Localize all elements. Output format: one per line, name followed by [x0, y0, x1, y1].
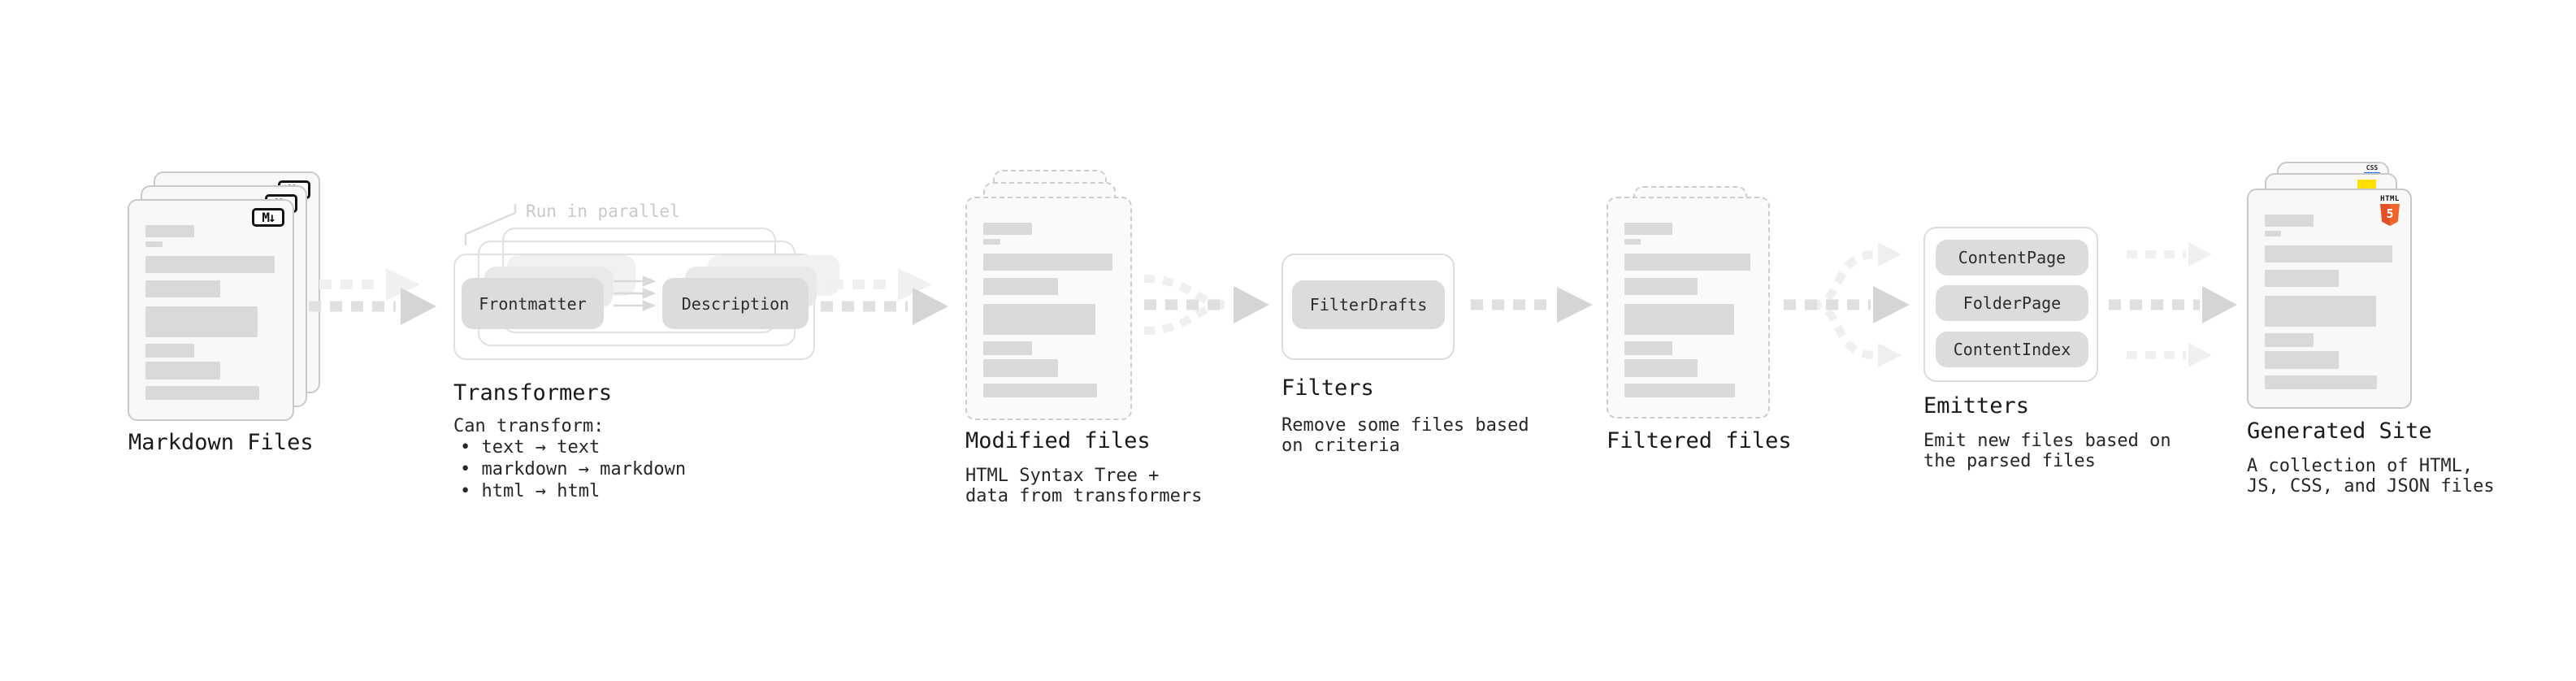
- filtered-files-label: Filtered files: [1607, 428, 1792, 453]
- callout-leader-line: [464, 204, 517, 245]
- filterdrafts-pill: FilterDrafts: [1292, 280, 1445, 329]
- transform-bullet: • html → html: [460, 481, 601, 501]
- file-content-placeholder: [2265, 190, 2392, 407]
- arrow-filtered-to-emitters-split: [1784, 242, 1910, 367]
- filters-label: Filters: [1281, 375, 1374, 401]
- markdown-files-label: Markdown Files: [128, 430, 314, 455]
- arrow-filters-to-filtered: [1471, 287, 1593, 323]
- arrow-emitters-to-generated: [2109, 242, 2237, 367]
- html5-icon: HTML 5: [2379, 195, 2400, 226]
- modified-files-label: Modified files: [965, 428, 1151, 453]
- filters-subtitle: Remove some files based on criteria: [1281, 415, 1529, 456]
- run-in-parallel-callout: Run in parallel: [526, 202, 680, 221]
- js-file-icon: [2357, 180, 2376, 190]
- transformers-subtitle: Can transform:: [453, 416, 605, 436]
- markdown-file-card-front: M↓: [128, 199, 294, 421]
- transformers-box-front: [453, 254, 815, 360]
- file-content-placeholder: [1624, 198, 1750, 417]
- parallel-arrows-icon: [614, 275, 657, 311]
- arrow-modified-to-filters-merge: [1143, 275, 1269, 335]
- node-markdown-files: M↓ M↓ M↓: [128, 171, 323, 423]
- frontmatter-pill: Frontmatter: [462, 278, 604, 329]
- transform-bullet: • markdown → markdown: [460, 459, 687, 479]
- contentpage-pill: ContentPage: [1936, 240, 2088, 275]
- description-pill: Description: [662, 278, 809, 329]
- generated-html-file-card: HTML 5: [2247, 189, 2412, 409]
- markdown-icon: M↓: [252, 208, 284, 227]
- arrow-transformers-to-modified: [821, 268, 948, 325]
- generated-site-label: Generated Site: [2247, 419, 2432, 444]
- modified-file-card-front: [965, 197, 1132, 420]
- folderpage-pill: FolderPage: [1936, 285, 2088, 321]
- emitters-label: Emitters: [1923, 393, 2030, 419]
- generated-site-subtitle: A collection of HTML, JS, CSS, and JSON …: [2247, 456, 2495, 497]
- emitters-box: ContentPage FolderPage ContentIndex: [1923, 227, 2098, 382]
- transform-bullet: • text → text: [460, 437, 601, 458]
- file-content-placeholder: [983, 198, 1112, 419]
- filtered-file-card-front: [1607, 197, 1770, 419]
- arrow-markdown-to-transformers: [309, 268, 436, 325]
- modified-files-subtitle: HTML Syntax Tree + data from transformer…: [965, 466, 1203, 506]
- transformers-label: Transformers: [453, 380, 613, 406]
- emitters-subtitle: Emit new files based on the parsed files: [1923, 431, 2171, 471]
- contentindex-pill: ContentIndex: [1936, 332, 2088, 367]
- file-content-placeholder: [145, 201, 275, 419]
